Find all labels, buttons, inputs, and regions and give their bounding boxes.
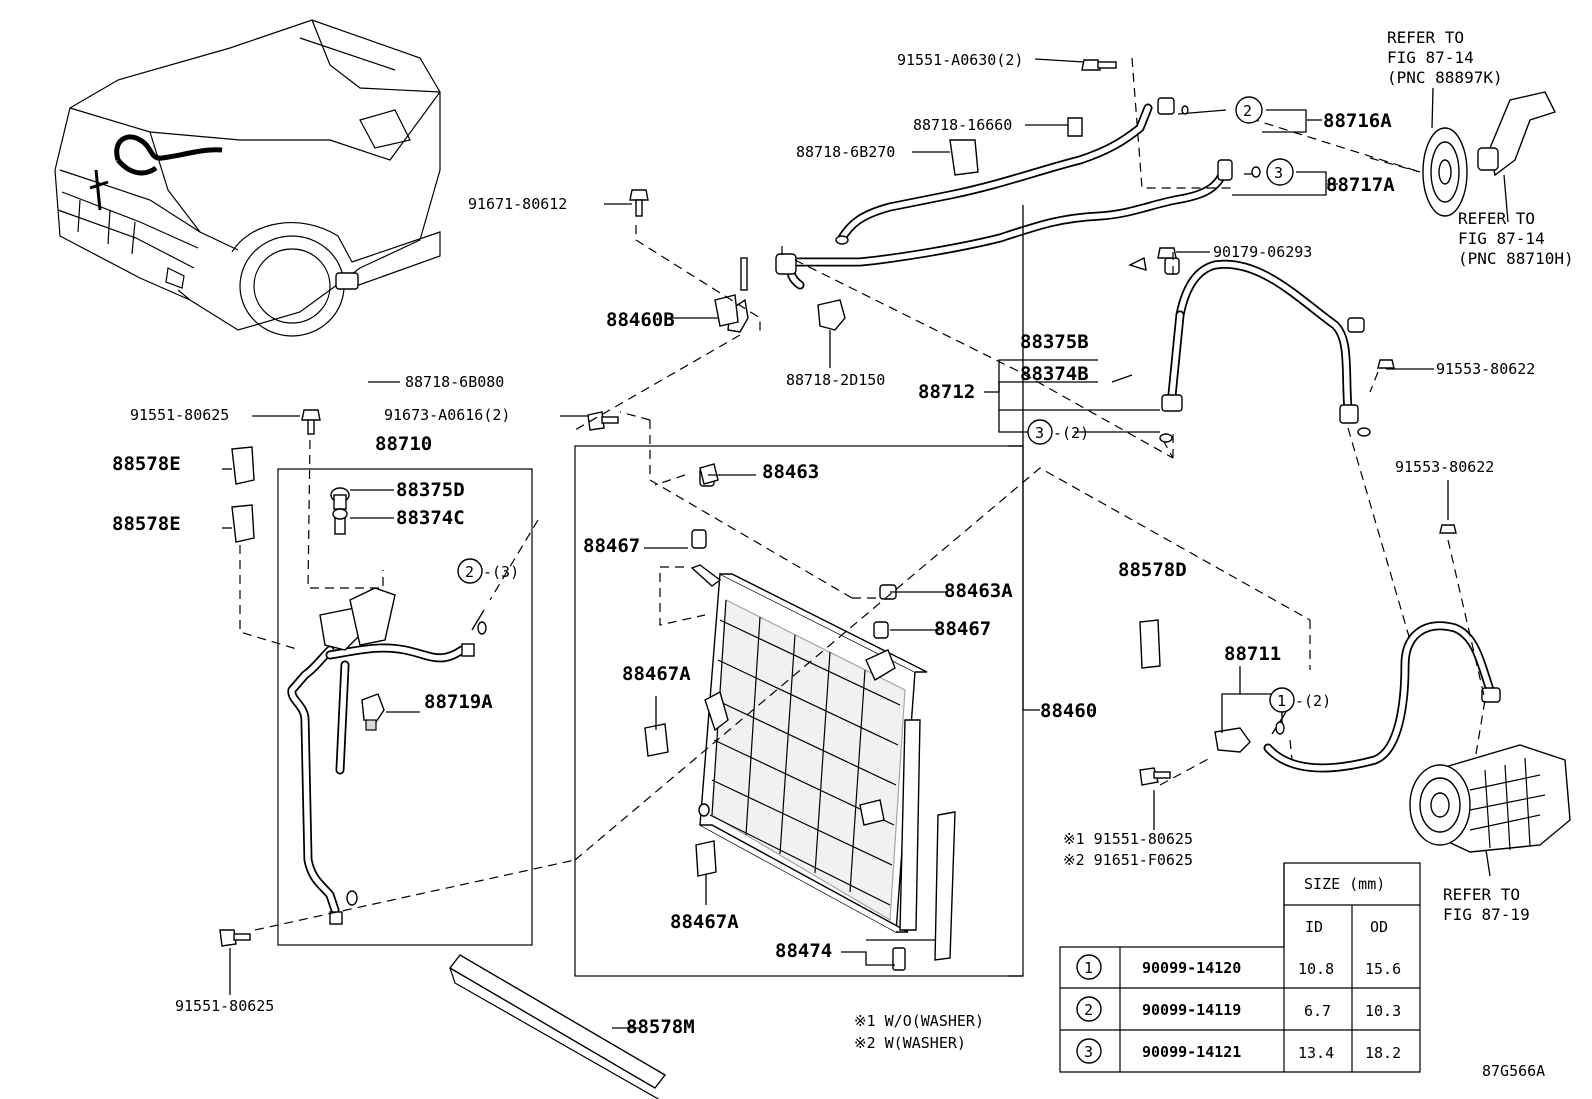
size-row-1-od: 15.6 — [1365, 960, 1401, 978]
refer-87-14-a-line2: FIG 87-14 — [1387, 48, 1474, 67]
size-table-col-id: ID — [1305, 918, 1323, 936]
label-88375d: 88375D — [396, 479, 465, 501]
refer-87-19-line2: FIG 87-19 — [1443, 905, 1530, 924]
refer-87-14-b-line2: FIG 87-14 — [1458, 229, 1545, 248]
qty-88710: -(3) — [483, 563, 519, 581]
label-88578e-2: 88578E — [112, 513, 181, 535]
ac-compressor — [1409, 744, 1571, 853]
compressor-fittings-top-right — [1422, 91, 1556, 217]
refer-87-14-a-line3: (PNC 88897K) — [1387, 68, 1503, 87]
circle-1-88711: 1 — [1277, 692, 1286, 710]
qty-88712: -(2) — [1053, 424, 1089, 442]
label-88717a: 88717A — [1326, 174, 1395, 196]
label-88463: 88463 — [762, 461, 819, 483]
suction-hose-right — [1161, 257, 1365, 424]
label-88716a: 88716A — [1323, 110, 1392, 132]
condenser-box-88460 — [574, 445, 1024, 977]
label-88460b: 88460B — [606, 309, 675, 331]
label-88374b: 88374B — [1020, 363, 1089, 385]
label-88375b: 88375B — [1020, 331, 1089, 353]
label-88467-b: 88467 — [934, 618, 991, 640]
label-88578m: 88578M — [626, 1016, 695, 1038]
label-91553-80622-a: 91553-80622 — [1436, 360, 1535, 378]
label-88718-2d150: 88718-2D150 — [786, 371, 885, 389]
seal-88578m — [448, 954, 667, 1099]
leader-lines — [222, 58, 1509, 1029]
liquid-pipe-box-88710 — [277, 468, 533, 946]
seal-88578d — [1139, 619, 1161, 669]
size-row-1-part: 90099-14120 — [1142, 959, 1241, 977]
size-row-3-no: 3 — [1084, 1043, 1093, 1061]
label-91553-80622-b: 91553-80622 — [1395, 458, 1494, 476]
label-91551-80625-top: 91551-80625 — [130, 406, 229, 424]
label-88467a-a: 88467A — [622, 663, 691, 685]
refer-87-14-b-line1: REFER TO — [1458, 209, 1535, 228]
size-table-col-od: OD — [1370, 918, 1388, 936]
size-row-1-id: 10.8 — [1298, 960, 1334, 978]
label-91551-80625-bottom: 91551-80625 — [175, 997, 274, 1015]
size-row-2-no: 2 — [1084, 1001, 1093, 1019]
circle-3-upper: 3 — [1274, 164, 1283, 182]
size-row-2-id: 6.7 — [1304, 1002, 1331, 1020]
label-90179-06293: 90179-06293 — [1213, 243, 1312, 261]
label-88718-6b080: 88718-6B080 — [405, 373, 504, 391]
label-91551-a0630: 91551-A0630(2) — [897, 51, 1023, 69]
label-91673-a0616: 91673-A0616(2) — [384, 406, 510, 424]
label-note1-pn: ※1 91551-80625 — [1063, 830, 1193, 848]
qty-88711: -(2) — [1295, 692, 1331, 710]
circle-3-88712: 3 — [1035, 424, 1044, 442]
label-88463a: 88463A — [944, 580, 1013, 602]
circled-references: 2 3 3 2 1 — [457, 96, 1371, 735]
label-88710: 88710 — [375, 433, 432, 455]
circle-2-upper: 2 — [1243, 102, 1252, 120]
bolts — [219, 59, 1457, 947]
discharge-hose-upper — [775, 97, 1233, 290]
label-88460: 88460 — [1040, 700, 1097, 722]
label-88712: 88712 — [918, 381, 975, 403]
label-88467-a: 88467 — [583, 535, 640, 557]
refer-87-14-a-line1: REFER TO — [1387, 28, 1464, 47]
refer-87-19-line1: REFER TO — [1443, 885, 1520, 904]
footnote-2: ※2 W(WASHER) — [854, 1034, 966, 1052]
vehicle-illustration — [54, 19, 441, 337]
label-88467a-b: 88467A — [670, 911, 739, 933]
label-88718-6b270: 88718-6B270 — [796, 143, 895, 161]
size-row-1-no: 1 — [1084, 959, 1093, 977]
oring-size-table: SIZE (mm) ID OD 1 90099-14120 10.8 15.6 … — [1059, 862, 1421, 1073]
seal-88578e — [231, 272, 359, 543]
size-row-2-od: 10.3 — [1365, 1002, 1401, 1020]
label-88711: 88711 — [1224, 643, 1281, 665]
label-88719a: 88719A — [424, 691, 493, 713]
size-table-title: SIZE (mm) — [1304, 875, 1385, 893]
size-row-3-part: 90099-14121 — [1142, 1043, 1241, 1061]
size-row-3-od: 18.2 — [1365, 1044, 1401, 1062]
part-labels: 91551-A0630(2) 88718-16660 88718-6B270 9… — [112, 28, 1574, 1080]
size-row-2-part: 90099-14119 — [1142, 1001, 1241, 1019]
circle-2-88710: 2 — [465, 563, 474, 581]
label-88578e-1: 88578E — [112, 453, 181, 475]
label-88718-16660: 88718-16660 — [913, 116, 1012, 134]
refer-87-14-b-line3: (PNC 88710H) — [1458, 249, 1574, 268]
label-88474: 88474 — [775, 940, 832, 962]
label-88578d: 88578D — [1118, 559, 1187, 581]
dashed-reference-lines — [239, 57, 1486, 931]
footnote-1: ※1 W/O(WASHER) — [854, 1012, 984, 1030]
size-row-3-id: 13.4 — [1298, 1044, 1334, 1062]
label-91671-80612: 91671-80612 — [468, 195, 567, 213]
compressor-hose-lower — [1214, 621, 1501, 773]
diagram-id: 87G566A — [1482, 1062, 1545, 1080]
label-88374c: 88374C — [396, 507, 465, 529]
label-note2-pn: ※2 91651-F0625 — [1063, 851, 1193, 869]
